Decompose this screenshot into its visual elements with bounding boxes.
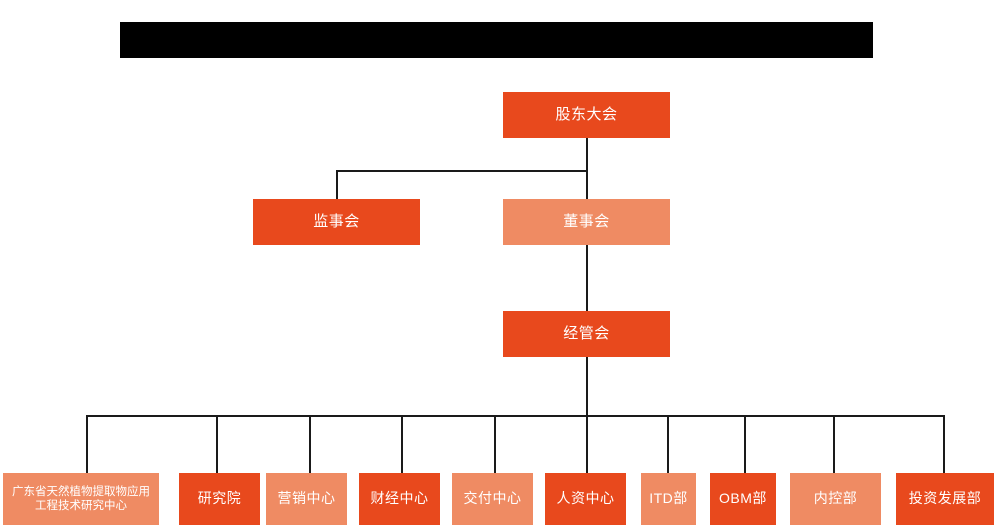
connector-department-drop-6 — [586, 415, 588, 473]
org-node-level4-10[interactable]: 投资发展部 — [896, 473, 994, 525]
connector-department-drop-5 — [494, 415, 496, 473]
org-node-level2-2[interactable]: 董事会 — [503, 199, 670, 245]
connector-department-drop-3 — [309, 415, 311, 473]
org-node-level4-1[interactable]: 广东省天然植物提取物应用工程技术研究中心 — [3, 473, 159, 525]
redacted-title-bar — [120, 22, 873, 58]
connector-supervisor-drop — [336, 170, 338, 200]
org-node-level1-1[interactable]: 股东大会 — [503, 92, 670, 138]
connector-department-drop-8 — [744, 415, 746, 473]
org-node-level4-8[interactable]: OBM部 — [710, 473, 776, 525]
org-node-level2-1[interactable]: 监事会 — [253, 199, 420, 245]
connector-department-bus — [86, 415, 943, 417]
org-node-level4-9[interactable]: 内控部 — [790, 473, 881, 525]
connector-level2-bus — [336, 170, 588, 172]
connector-department-drop-1 — [86, 415, 88, 473]
connector-department-drop-9 — [833, 415, 835, 473]
org-node-level4-2[interactable]: 研究院 — [179, 473, 260, 525]
connector-department-drop-2 — [216, 415, 218, 473]
org-node-level4-4[interactable]: 财经中心 — [359, 473, 440, 525]
org-node-level4-5[interactable]: 交付中心 — [452, 473, 533, 525]
connector-department-drop-4 — [401, 415, 403, 473]
connector-management-down — [586, 357, 588, 416]
connector-department-drop-7 — [667, 415, 669, 473]
org-node-level4-3[interactable]: 营销中心 — [266, 473, 347, 525]
connector-shareholders-down — [586, 138, 588, 171]
connector-department-drop-10 — [943, 415, 945, 473]
connector-board-to-management — [586, 245, 588, 312]
org-node-level3-1[interactable]: 经管会 — [503, 311, 670, 357]
connector-board-drop — [586, 170, 588, 200]
org-node-level4-6[interactable]: 人资中心 — [545, 473, 626, 525]
org-node-level4-7[interactable]: ITD部 — [641, 473, 696, 525]
